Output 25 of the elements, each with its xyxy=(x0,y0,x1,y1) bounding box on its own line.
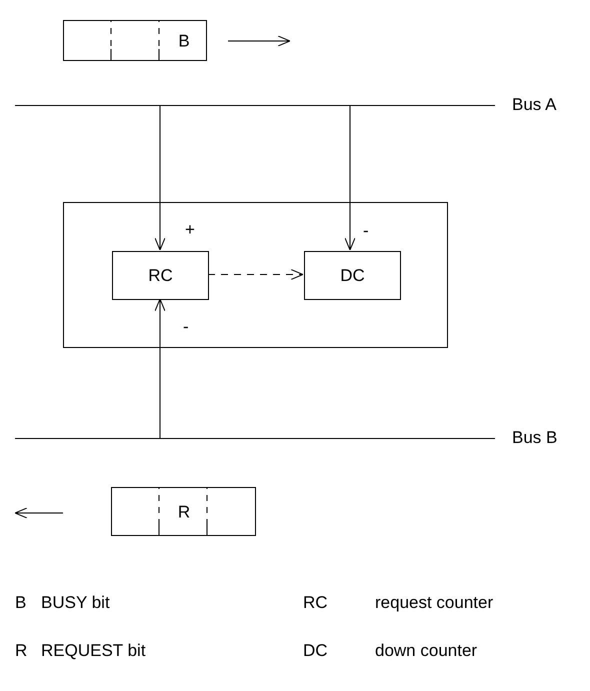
legend-key: B xyxy=(15,594,26,611)
legend-description: request counter xyxy=(375,594,494,611)
arrow xyxy=(208,269,304,280)
legend-description: down counter xyxy=(375,642,478,659)
legend-key: RC xyxy=(303,594,328,611)
bus-name: Bus A xyxy=(512,96,556,113)
legend-description: REQUEST bit xyxy=(41,642,146,659)
bus-name: Bus B xyxy=(512,429,558,446)
counter-box xyxy=(304,251,401,300)
counter-label: RC xyxy=(148,267,173,284)
arrow xyxy=(154,104,166,250)
slot-letter: R xyxy=(178,503,190,520)
slot-box xyxy=(63,20,207,61)
bus-line xyxy=(15,438,495,439)
legend-key: DC xyxy=(303,642,328,659)
slot-letter: B xyxy=(178,32,190,49)
arrow xyxy=(154,298,166,438)
counter-label: DC xyxy=(340,267,365,284)
legend-key: R xyxy=(15,642,28,659)
counter-box xyxy=(112,251,209,300)
arrow xyxy=(344,104,356,250)
bus-line xyxy=(15,105,495,106)
station-box xyxy=(63,202,448,348)
slot-box xyxy=(111,487,256,536)
legend-description: BUSY bit xyxy=(41,594,110,611)
